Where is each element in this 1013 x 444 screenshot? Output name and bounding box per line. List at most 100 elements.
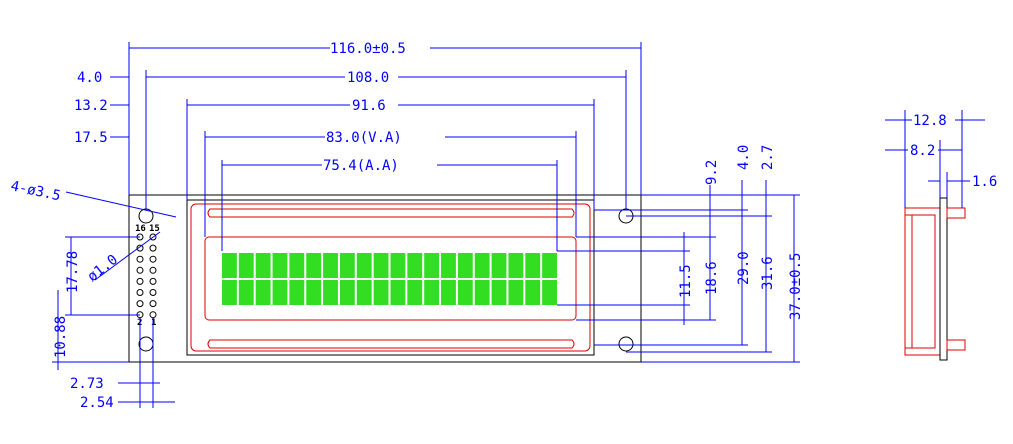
- character-cell: [289, 280, 305, 305]
- character-cell: [306, 253, 322, 278]
- pin-hole: [149, 255, 157, 263]
- horizontal-dimensions: 116.0±0.5 108.0 4.0 91.6 13.2 83.0(V.A) …: [9, 41, 642, 285]
- character-cell: [525, 280, 541, 305]
- pin-hole: [136, 277, 144, 285]
- character-cell: [356, 280, 372, 305]
- character-cells: [222, 253, 557, 305]
- pin-hole: [149, 289, 157, 296]
- dim-left-va-offset: 17.5: [74, 130, 108, 146]
- character-cell: [542, 253, 557, 278]
- dim-top-to-hole: 2.7: [760, 145, 776, 170]
- character-cell: [407, 253, 423, 278]
- mount-hole-bottom-left: [138, 336, 154, 352]
- character-cell: [390, 280, 406, 305]
- pin-hole: [149, 266, 157, 274]
- pin-label-1: 1: [151, 318, 156, 328]
- pin-header: [136, 233, 157, 319]
- dim-pin-row-offset: 17.78: [65, 251, 81, 293]
- character-cell: [457, 280, 473, 305]
- pin-hole: [136, 244, 144, 252]
- character-cell: [289, 253, 305, 278]
- dim-left-bezel-offset: 13.2: [74, 98, 108, 114]
- character-cell: [474, 253, 490, 278]
- character-cell: [373, 280, 389, 305]
- character-cell: [255, 253, 271, 278]
- pin-hole: [149, 244, 157, 252]
- pin-hole: [136, 300, 144, 308]
- dim-overall-height: 37.0±0.5: [788, 253, 804, 320]
- dim-hole-vertical: 31.6: [760, 256, 776, 290]
- character-cell: [323, 253, 338, 278]
- dim-overall-width: 116.0±0.5: [330, 41, 406, 57]
- pin-hole: [149, 277, 157, 285]
- character-cell: [238, 253, 254, 278]
- dim-top-to-va: 9.2: [704, 160, 720, 185]
- dim-left-hole-offset: 4.0: [77, 70, 102, 86]
- character-cell: [491, 280, 507, 305]
- viewing-area-outline: [204, 236, 577, 321]
- dim-pin-span: 10.88: [53, 316, 69, 358]
- vertical-dimensions: 11.5 18.6 9.2 29.0 4.0 31.6 2.7 37.0±0.5: [557, 145, 804, 363]
- pin-hole: [149, 311, 157, 319]
- dim-pin-x-offset: 2.73: [70, 376, 104, 392]
- character-cell: [323, 280, 338, 305]
- character-cell: [491, 253, 507, 278]
- character-cell: [222, 280, 237, 305]
- pin-hole: [149, 233, 157, 241]
- character-cell: [441, 280, 456, 305]
- pin-hole: [136, 289, 144, 296]
- character-cell: [508, 280, 524, 305]
- pin-hole: [136, 266, 144, 274]
- character-cell: [457, 253, 473, 278]
- pin-label-15: 15: [149, 224, 160, 234]
- character-cell: [238, 280, 254, 305]
- side-pcb: [939, 197, 948, 361]
- character-cell: [255, 280, 271, 305]
- character-cell: [424, 280, 440, 305]
- character-cell: [222, 253, 237, 278]
- side-pin-bottom: [946, 339, 966, 351]
- dim-va-height: 18.6: [704, 261, 720, 295]
- character-cell: [339, 280, 355, 305]
- dim-pin-pitch: 2.54: [80, 395, 114, 411]
- pin-hole: [149, 300, 157, 308]
- metal-frame: [190, 203, 591, 352]
- side-frame-inner: [905, 214, 936, 349]
- dim-pcb-thickness: 1.6: [972, 174, 997, 190]
- dim-active-area: 75.4(A.A): [323, 158, 399, 174]
- character-cell: [272, 253, 288, 278]
- side-pin-top: [946, 207, 966, 219]
- front-view: 16 15 2 1 116.0±0.5 108.0 4: [9, 41, 804, 411]
- character-cell: [474, 280, 490, 305]
- dim-aa-height: 11.5: [678, 264, 694, 298]
- dim-total-thickness: 12.8: [913, 113, 947, 129]
- character-cell: [306, 280, 322, 305]
- dim-viewing-area: 83.0(V.A): [326, 130, 402, 146]
- pin-hole: [136, 255, 144, 263]
- pin-label-16: 16: [135, 224, 146, 234]
- character-cell: [542, 280, 557, 305]
- character-cell: [390, 253, 406, 278]
- pin-dimensions: 17.78 10.88 2.73 2.54: [52, 236, 175, 411]
- character-cell: [339, 253, 355, 278]
- dim-module-thickness: 8.2: [910, 143, 935, 159]
- dim-top-to-bezel: 4.0: [736, 145, 752, 170]
- character-cell: [356, 253, 372, 278]
- character-cell: [441, 253, 456, 278]
- mount-hole-bottom-right: [618, 336, 634, 352]
- dim-bezel-height: 29.0: [736, 251, 752, 285]
- character-cell: [407, 280, 423, 305]
- character-cell: [424, 253, 440, 278]
- character-cell: [272, 280, 288, 305]
- character-cell: [525, 253, 541, 278]
- dim-mount-holes: 4-ø3.5: [9, 178, 62, 204]
- dim-hole-to-hole: 108.0: [347, 70, 389, 86]
- character-cell: [508, 253, 524, 278]
- dim-pin-hole: ø1.0: [85, 252, 121, 285]
- side-view: 12.8 8.2 1.6: [885, 110, 997, 361]
- bezel-outline: [186, 199, 595, 356]
- pcb-outline: [128, 194, 642, 363]
- dim-bezel-width: 91.6: [352, 98, 386, 114]
- character-cell: [373, 253, 389, 278]
